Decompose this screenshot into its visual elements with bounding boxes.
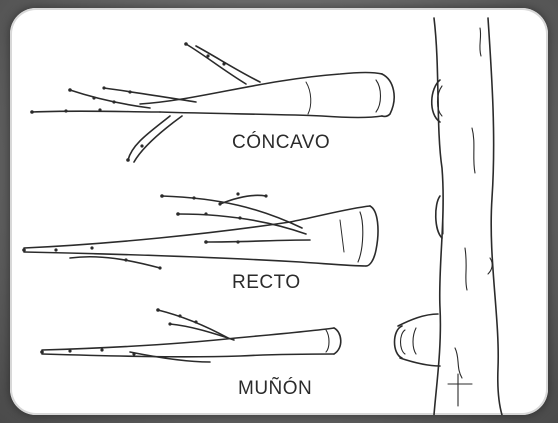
concave-cut-scar bbox=[432, 80, 442, 122]
tree-trunk bbox=[434, 18, 502, 415]
pruning-cuts-illustration bbox=[10, 8, 548, 415]
illustration-panel: CÓNCAVO RECTO MUÑÓN bbox=[10, 8, 548, 415]
stub-cut-branch bbox=[42, 310, 341, 362]
stub-cut-label: MUÑÓN bbox=[238, 378, 312, 400]
straight-cut-label: RECTO bbox=[232, 272, 301, 294]
concave-cut-label: CÓNCAVO bbox=[232, 132, 330, 154]
concave-cut-branch bbox=[32, 44, 394, 162]
stub-cut-scar bbox=[395, 314, 441, 366]
straight-cut-branch bbox=[24, 195, 378, 268]
